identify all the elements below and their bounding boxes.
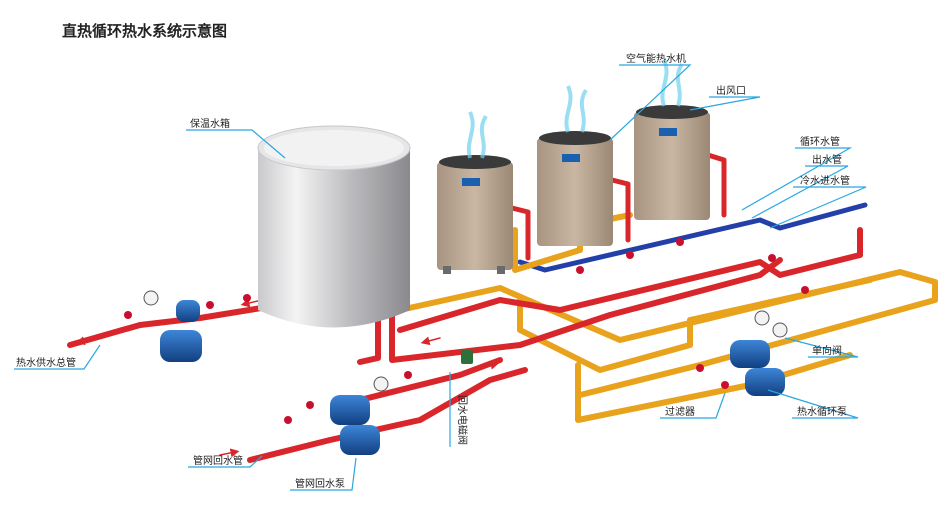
hot-water-supply-pumps: [143, 290, 202, 362]
flow-arrow: [479, 360, 500, 370]
label-filter: 过滤器: [665, 405, 695, 418]
tank-hot-riser-2: [389, 222, 783, 363]
valves: [124, 238, 809, 424]
unit-feed-2: [609, 177, 631, 243]
pump-icon: [330, 395, 370, 425]
pressure-gauge-icon: [373, 376, 389, 392]
heat-pump-unit-1: [437, 111, 513, 274]
network-return-pump: [330, 376, 389, 455]
valve-icon: [284, 416, 292, 424]
leader-circ-pump: [767, 389, 859, 419]
valve-icon: [243, 294, 251, 302]
cold-water-inlet-pipe: [517, 202, 868, 273]
label-texts: 空气能热水机 出风口 保温水箱 循环水管 出水管 冷水进水管 热水供水总管 单向…: [16, 52, 850, 490]
air-flow-icon: [466, 111, 488, 159]
label-heat-pump: 空气能热水机: [626, 52, 686, 65]
air-flow-icon: [564, 85, 588, 133]
valve-icon: [206, 301, 214, 309]
label-return-solenoid-valve: 回水电磁阀: [456, 395, 469, 445]
flow-arrow: [75, 335, 101, 346]
outlet-pipe: [397, 227, 863, 333]
label-outlet-pipe: 出水管: [812, 153, 842, 166]
heat-pump-unit-3: [634, 59, 710, 220]
leader-filter: [660, 392, 726, 419]
leader-check-valve: [784, 337, 859, 358]
label-hot-water-circ-pump: 热水循环泵: [797, 405, 847, 418]
labels: [14, 64, 867, 491]
leader-air-outlet: [689, 96, 761, 111]
label-network-return-pipe: 管网回水管: [193, 454, 243, 467]
valve-icon: [124, 311, 132, 319]
pump-icon: [160, 330, 202, 362]
valve-icon: [626, 251, 634, 259]
pump-icon: [745, 368, 785, 396]
leader-return-pump: [290, 457, 357, 491]
valve-icon: [768, 254, 776, 262]
leader-hot-main: [14, 344, 101, 370]
flow-arrow: [420, 336, 441, 346]
page-title: 直热循环热水系统示意图: [62, 22, 228, 40]
return-pipe: [247, 367, 528, 463]
pressure-gauge-icon: [754, 310, 770, 326]
valve-icon: [404, 371, 412, 379]
valve-icon: [721, 381, 729, 389]
heat-pump-unit-2: [537, 85, 613, 246]
pipe-network: [67, 152, 938, 463]
flow-arrow: [219, 448, 240, 458]
unit-feed-1: [509, 205, 531, 261]
leader-outlet-pipe: [751, 165, 849, 219]
leader-circulation-pipe: [741, 147, 853, 211]
label-air-outlet: 出风口: [716, 84, 746, 97]
leader-tank: [186, 129, 286, 159]
pump-icon: [730, 340, 770, 368]
valve-icon: [696, 364, 704, 372]
air-flow-icon: [660, 59, 684, 107]
valve-icon: [576, 266, 584, 274]
leader-return-pipe: [188, 455, 263, 468]
pump-icon: [340, 425, 380, 455]
hot-water-circ-pump: [730, 310, 788, 396]
leader-heat-pump: [609, 64, 692, 141]
label-circulation-pipe: 循环水管: [800, 135, 840, 148]
circulation-pipe-vertical: [517, 277, 873, 373]
pressure-gauge-icon: [143, 290, 159, 306]
circulation-pipe-upper: [397, 269, 938, 398]
circulation-pipe-lower: [575, 352, 853, 423]
valve-icon: [676, 238, 684, 246]
valve-icon: [306, 401, 314, 409]
return-branch: [357, 357, 503, 403]
label-hot-water-main: 热水供水总管: [16, 356, 76, 369]
unit-feed-3: [705, 152, 727, 218]
pump-icon: [176, 300, 200, 322]
label-cold-water-inlet: 冷水进水管: [800, 174, 850, 187]
valve-icon: [801, 286, 809, 294]
label-insulated-tank: 保温水箱: [190, 117, 230, 130]
hot-water-main-pipe: [67, 302, 283, 348]
insulated-tank: [257, 125, 411, 328]
pressure-gauge-icon: [772, 322, 788, 338]
label-network-return-pump: 管网回水泵: [295, 477, 345, 490]
valve-icon: [461, 350, 473, 364]
return-solenoid-valve: [461, 350, 473, 364]
label-check-valve: 单向阀: [812, 344, 842, 357]
leader-cold-inlet: [769, 186, 867, 229]
